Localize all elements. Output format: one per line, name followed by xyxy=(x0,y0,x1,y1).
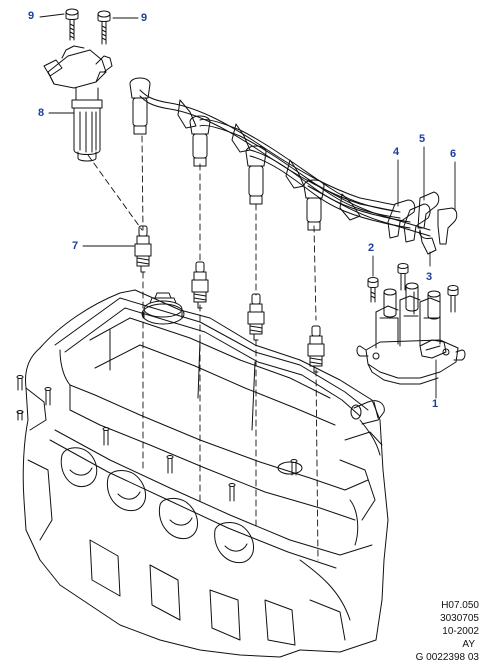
callout-3: 3 xyxy=(426,271,433,283)
spark-plug-4 xyxy=(307,325,325,373)
ignition-lead-set xyxy=(129,77,458,255)
dashed-guide-lines xyxy=(87,135,319,561)
reference-code-ay: AY xyxy=(462,639,475,650)
spark-plug-3 xyxy=(247,293,265,341)
coil-pack xyxy=(356,282,466,385)
callout-9-left: 9 xyxy=(28,10,35,22)
callout-leaders xyxy=(39,13,456,399)
reference-code-1: H07.050 xyxy=(441,600,479,611)
ignition-coil xyxy=(43,45,113,162)
spark-plug-2 xyxy=(191,261,209,309)
spark-plug-1 xyxy=(134,225,152,273)
callout-5: 5 xyxy=(419,133,426,145)
callout-6: 6 xyxy=(450,148,457,160)
callout-7: 7 xyxy=(72,240,79,252)
bolt-item-2 xyxy=(367,277,379,303)
callout-2: 2 xyxy=(368,242,375,254)
reference-date: 10-2002 xyxy=(442,626,479,637)
callout-8: 8 xyxy=(38,107,45,119)
callout-1: 1 xyxy=(432,398,439,410)
callout-4: 4 xyxy=(393,146,400,158)
cylinder-head xyxy=(16,289,389,658)
callout-9-right: 9 xyxy=(141,12,148,24)
coil-pack-bolt-center xyxy=(397,263,409,291)
reference-drawing-number: G 0022398 03 xyxy=(415,652,479,663)
coil-pack-bolt-right xyxy=(447,285,459,313)
reference-code-2: 3030705 xyxy=(440,613,479,624)
bolt-item-9-left xyxy=(65,8,79,41)
bolt-item-9-right xyxy=(97,10,111,45)
